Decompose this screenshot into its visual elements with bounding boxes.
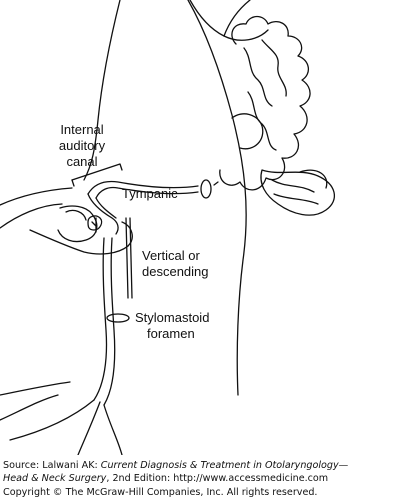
caption-edition: , 2nd Edition: http://www.accessmedicine… [106, 473, 329, 485]
label-internal-auditory-canal: Internal auditory canal [50, 122, 114, 170]
caption-source-prefix: Source: Lalwani AK: [3, 460, 101, 471]
label-line: Internal [60, 122, 104, 137]
label-vertical-descending: Vertical or descending [142, 248, 209, 280]
cerebellum [219, 15, 336, 216]
label-line: canal [66, 154, 98, 169]
label-line: Tympanic [122, 186, 178, 201]
label-line: auditory [58, 138, 106, 153]
facial-nerve [9, 180, 199, 455]
temporal-bone [29, 205, 133, 255]
caption-copyright: Copyright © The McGraw-Hill Companies, I… [3, 486, 318, 498]
facial-nerve-diagram [0, 0, 336, 455]
canal-ring-tick [213, 181, 219, 186]
label-line: descending [142, 264, 209, 279]
skull-outline [0, 0, 247, 421]
label-tympanic: Tympanic [122, 186, 178, 202]
caption-line-1: Source: Lalwani AK: Current Diagnosis & … [3, 459, 413, 472]
canal-ring-marker [200, 179, 212, 199]
caption-book-title-1: Current Diagnosis & Treatment in Otolary… [100, 460, 349, 471]
stylomastoid-ring-marker [106, 313, 130, 323]
caption-line-2: Head & Neck Surgery, 2nd Edition: http:/… [3, 472, 413, 485]
caption-book-title-2: Head & Neck Surgery [3, 473, 107, 485]
caption-line-3: Copyright © The McGraw-Hill Companies, I… [3, 486, 413, 499]
segment-brackets [71, 163, 133, 299]
label-line: Stylomastoid [135, 310, 210, 325]
geniculate-ganglion [87, 215, 103, 233]
brainstem [189, 0, 269, 41]
label-stylomastoid-foramen: Stylomastoid foramen [135, 310, 209, 342]
label-line: foramen [147, 326, 195, 341]
label-line: Vertical or [142, 248, 200, 263]
figure-caption: Source: Lalwani AK: Current Diagnosis & … [3, 459, 413, 499]
